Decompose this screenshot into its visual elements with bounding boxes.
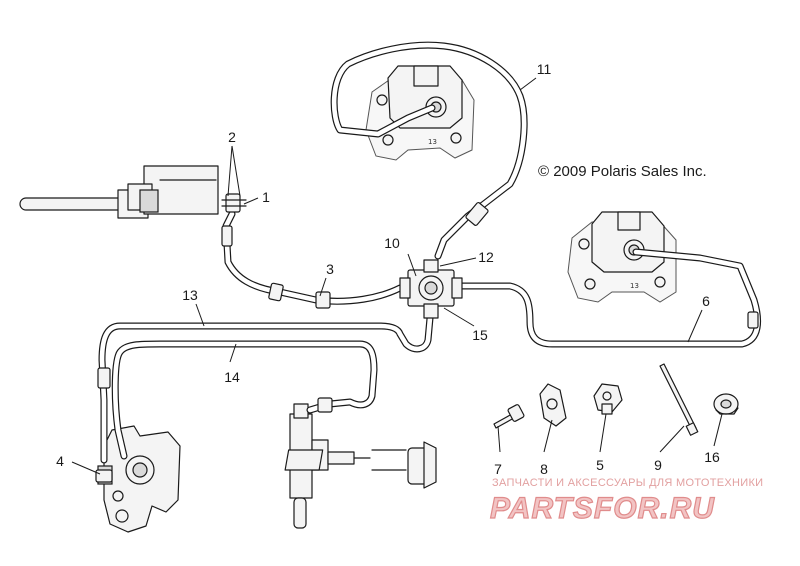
callout-12: 12 <box>478 249 494 265</box>
junction-block <box>399 259 463 319</box>
part-9-tie-strap <box>659 363 699 436</box>
callout-11: 11 <box>537 61 552 77</box>
master-cylinder <box>19 165 219 219</box>
svg-text:13: 13 <box>428 138 437 146</box>
callout-9: 9 <box>654 457 662 473</box>
callouts: 2 1 3 10 12 15 11 6 13 14 4 7 8 5 9 16 <box>56 61 720 477</box>
callout-2: 2 <box>228 129 236 145</box>
callout-5: 5 <box>596 457 604 473</box>
callout-7: 7 <box>494 461 502 477</box>
watermark: ЗАПЧАСТИ И АКСЕССУАРЫ ДЛЯ МОТОТЕХНИКИ PA… <box>489 477 763 526</box>
callout-15: 15 <box>472 327 488 343</box>
callout-13: 13 <box>182 287 198 303</box>
caliper-front-lower: 13 <box>567 211 677 303</box>
callout-14: 14 <box>224 369 240 385</box>
copyright-notice: © 2009 Polaris Sales Inc. <box>538 163 707 180</box>
callout-6: 6 <box>702 293 710 309</box>
part-7-bleeder <box>493 404 525 429</box>
callout-10: 10 <box>384 235 400 251</box>
watermark-tagline: ЗАПЧАСТИ И АКСЕССУАРЫ ДЛЯ МОТОТЕХНИКИ <box>492 477 763 489</box>
callout-4: 4 <box>56 453 64 469</box>
watermark-logo: PARTSFOR.RU <box>490 492 715 525</box>
brake-lines <box>97 41 762 464</box>
callout-16: 16 <box>704 449 720 465</box>
callout-8: 8 <box>540 461 548 477</box>
part-5-clamp <box>593 383 623 415</box>
svg-text:13: 13 <box>630 282 639 290</box>
part-4-bleeder-rear <box>95 469 113 483</box>
part-8-clip <box>539 383 567 427</box>
callout-3: 3 <box>326 261 334 277</box>
rear-master-cylinder <box>284 403 437 529</box>
part-16-grommet <box>713 393 739 415</box>
banjo-bolt <box>221 193 247 213</box>
leader-lines <box>71 77 723 475</box>
callout-1: 1 <box>262 189 270 205</box>
